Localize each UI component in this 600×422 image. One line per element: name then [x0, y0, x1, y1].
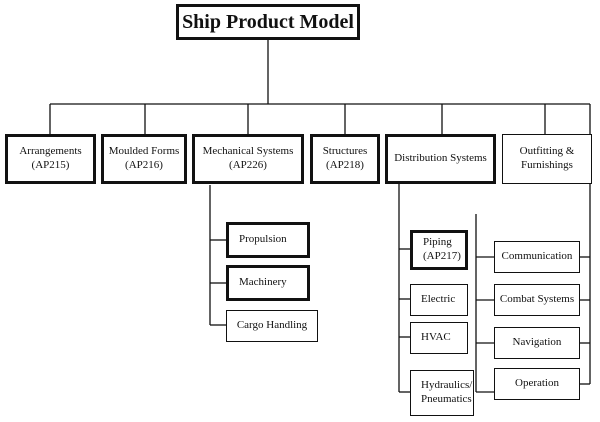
node-propulsion: Propulsion [226, 222, 310, 258]
root-label: Ship Product Model [182, 10, 354, 33]
node-label: Communication [501, 250, 573, 263]
node-label: Mechanical Systems (AP226) [202, 145, 294, 171]
node-distribution-systems: Distribution Systems [385, 134, 496, 184]
node-outfitting: Outfitting & Furnishings [502, 134, 592, 184]
root-node: Ship Product Model [176, 4, 360, 40]
node-label: Combat Systems [499, 293, 575, 306]
node-label: Navigation [512, 336, 562, 349]
node-label: Piping (AP217) [423, 236, 461, 262]
node-structures: Structures (AP218) [310, 134, 380, 184]
node-label: Propulsion [239, 233, 287, 246]
node-electric: Electric [410, 284, 468, 316]
node-label: Outfitting & Furnishings [519, 145, 575, 171]
node-label: HVAC [421, 331, 451, 344]
node-label: Hydraulics/ Pneumatics [421, 379, 473, 405]
node-label: Machinery [239, 276, 287, 289]
node-communication: Communication [494, 241, 580, 273]
node-arrangements: Arrangements (AP215) [5, 134, 96, 184]
node-label: Moulded Forms (AP216) [108, 145, 180, 171]
node-label: Electric [421, 293, 456, 306]
node-piping: Piping (AP217) [410, 230, 468, 270]
node-moulded-forms: Moulded Forms (AP216) [101, 134, 187, 184]
node-label: Structures (AP218) [322, 145, 368, 171]
node-label: Operation [515, 377, 559, 390]
node-operation: Operation [494, 368, 580, 400]
node-navigation: Navigation [494, 327, 580, 359]
node-label: Arrangements (AP215) [19, 145, 82, 171]
node-machinery: Machinery [226, 265, 310, 301]
node-mechanical-systems: Mechanical Systems (AP226) [192, 134, 304, 184]
node-cargo-handling: Cargo Handling [226, 310, 318, 342]
node-combat-systems: Combat Systems [494, 284, 580, 316]
node-hvac: HVAC [410, 322, 468, 354]
node-label: Distribution Systems [394, 152, 487, 165]
node-hydraulics: Hydraulics/ Pneumatics [410, 370, 474, 416]
node-label: Cargo Handling [236, 319, 308, 332]
